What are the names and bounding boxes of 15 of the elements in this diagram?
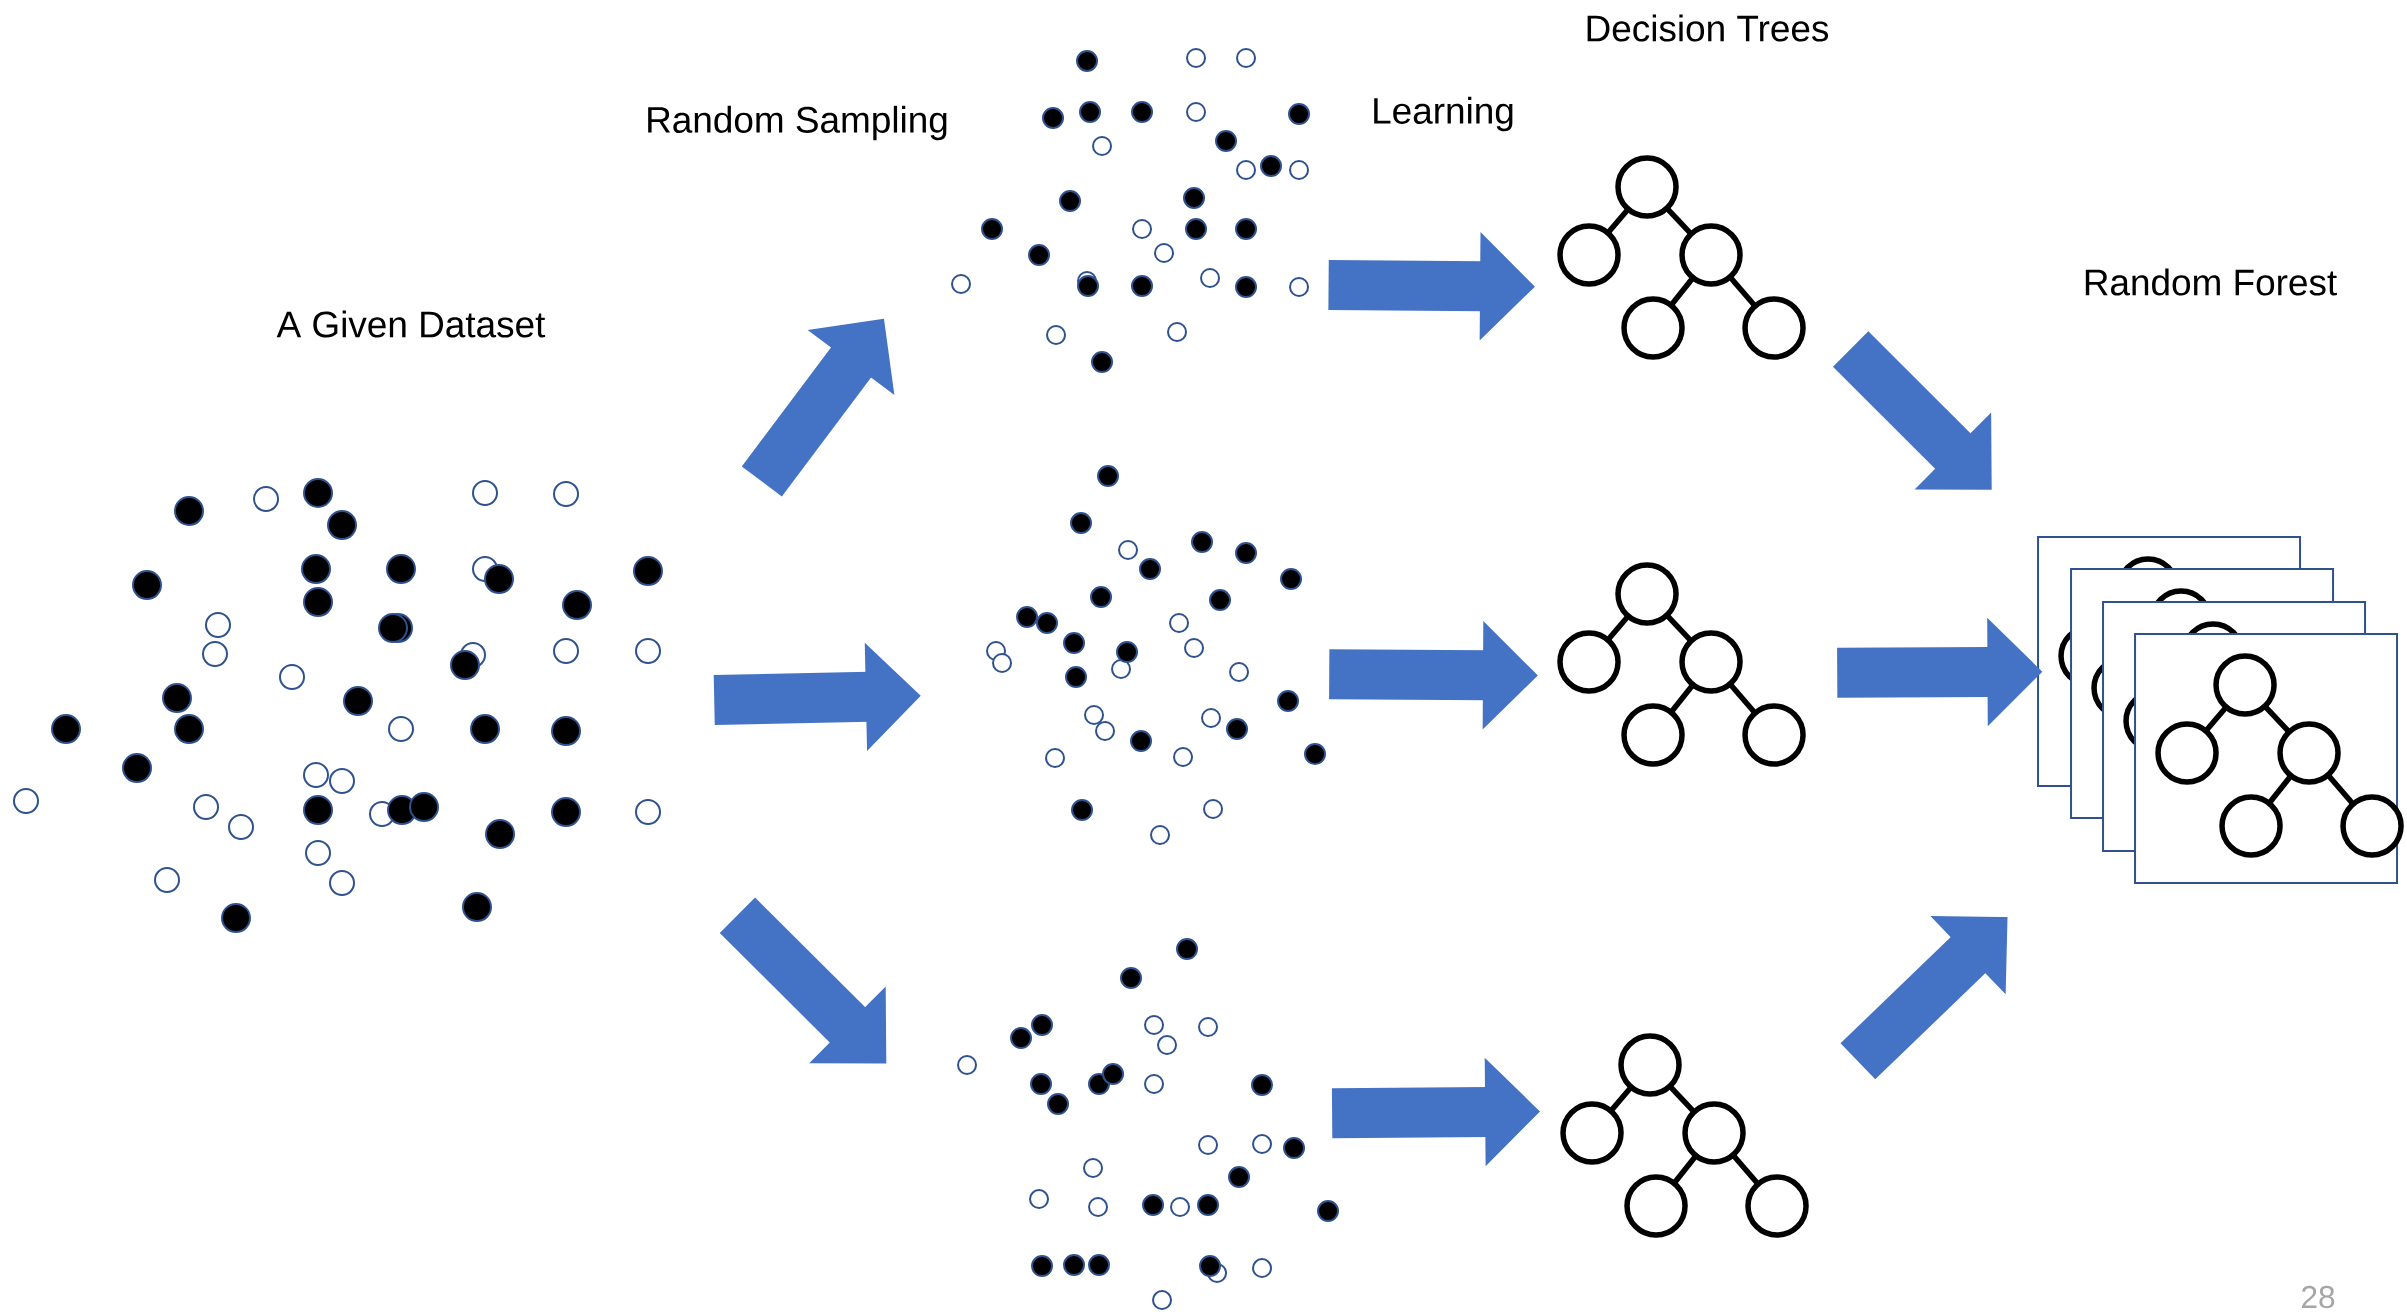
heading: Decision Trees (1587, 14, 1829, 42)
point-cloud-drawing (986, 465, 1327, 846)
tree-drawing (1557, 155, 1806, 360)
stacked-trees-drawing (2037, 536, 2404, 884)
point-cloud-drawing (951, 48, 1310, 373)
point-cloud-drawing (957, 938, 1340, 1311)
block-arrow (1832, 331, 1992, 490)
heading: Learning (1374, 96, 1513, 132)
page-number: 28 (2302, 1285, 2335, 1309)
block-arrow (719, 897, 887, 1064)
tree-drawing (1560, 1033, 1809, 1238)
tree-drawing (1557, 562, 1806, 767)
heading: A Given Dataset (276, 310, 546, 338)
heading: Random Forest (2085, 268, 2337, 296)
block-arrow (1840, 916, 2008, 1080)
